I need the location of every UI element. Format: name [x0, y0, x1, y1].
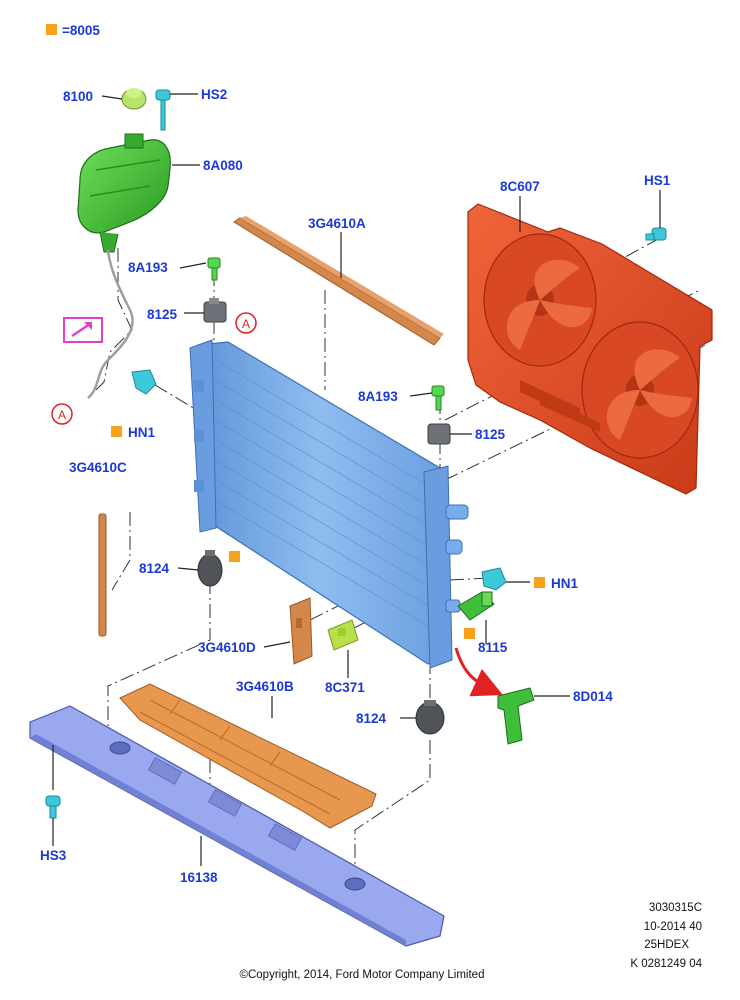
clip-8c371[interactable] [327, 619, 359, 651]
orange-marker-hn1-right [534, 577, 545, 588]
label-seal-lower: 3G4610B [236, 679, 294, 694]
legend-marker [46, 24, 57, 35]
seal-lower-panel[interactable] [119, 683, 377, 829]
label-hose-connector: 8D014 [573, 689, 613, 704]
svg-text:=8005: =8005 [62, 23, 100, 38]
label-hs1: HS1 [644, 173, 671, 188]
hn1-right-clip[interactable] [481, 567, 507, 591]
label-cap: 8100 [63, 89, 93, 104]
reference-block: 3030315C 10-2014 40 25HDEX K 0281249 04 [630, 902, 702, 970]
label-mount-bottom-left: 8124 [139, 561, 170, 576]
label-hs3: HS3 [40, 848, 67, 863]
label-fan-shroud: 8C607 [500, 179, 540, 194]
label-bracket-right: 8A193 [358, 389, 398, 404]
label-seal-small: 3G4610D [198, 640, 256, 655]
bracket-top-left[interactable] [207, 257, 221, 281]
orange-marker-radiator [229, 551, 240, 562]
drain-plug[interactable] [457, 591, 495, 621]
coolant-reservoir[interactable] [77, 133, 171, 253]
reservoir-cap[interactable] [121, 88, 147, 110]
label-crossmember: 16138 [180, 870, 218, 885]
orange-marker-hn1-left [111, 426, 122, 437]
leader-lines [52, 93, 661, 866]
ref-line-4: K 0281249 04 [630, 958, 702, 970]
detail-view-marker[interactable] [63, 317, 103, 343]
ref-line-2: 10-2014 40 [644, 921, 702, 933]
legend-equals: = [62, 23, 70, 38]
label-hn1-left: HN1 [128, 425, 155, 440]
radiator[interactable] [189, 339, 469, 669]
hs1-sensor[interactable] [645, 227, 667, 241]
label-hn1-right: HN1 [551, 576, 578, 591]
hose-connector[interactable] [497, 687, 535, 745]
fan-shroud[interactable] [467, 203, 713, 495]
ref-marker-a-top: A [235, 312, 257, 334]
mount-bottom-left[interactable] [197, 550, 223, 587]
label-mount-bottom-right: 8124 [356, 711, 387, 726]
hn1-left-clip[interactable] [131, 369, 157, 395]
label-mount-top-right: 8125 [475, 427, 506, 442]
ref-line-1: 3030315C [649, 902, 702, 914]
label-hs2: HS2 [201, 87, 227, 102]
label-bracket-top-left: 8A193 [128, 260, 168, 275]
mount-top-left[interactable] [203, 298, 227, 323]
label-seal-left: 3G4610C [69, 460, 127, 475]
legend-code: 8005 [70, 23, 101, 38]
seal-left-rod[interactable] [98, 513, 107, 637]
crossmember[interactable] [29, 705, 445, 947]
copyright: ©Copyright, 2014, Ford Motor Company Lim… [240, 969, 485, 981]
hs3-sensor[interactable] [45, 795, 61, 819]
svg-text:A: A [58, 408, 66, 422]
bracket-right[interactable] [431, 385, 445, 411]
reservoir-hose [87, 249, 134, 399]
seal-small-block[interactable] [289, 597, 313, 665]
mount-bottom-right[interactable] [415, 700, 445, 735]
label-seal-top: 3G4610A [308, 216, 366, 231]
orange-marker-drain [464, 628, 475, 639]
hs2-sensor[interactable] [155, 89, 171, 131]
red-arrow [454, 647, 503, 697]
mount-top-right[interactable] [427, 423, 451, 445]
label-reservoir: 8A080 [203, 158, 243, 173]
label-drain: 8115 [478, 640, 508, 655]
svg-text:A: A [242, 317, 250, 331]
ref-marker-a-left: A [51, 403, 73, 425]
label-mount-top-left: 8125 [147, 307, 178, 322]
ref-line-3: 25HDEX [644, 939, 689, 951]
seal-top-strip[interactable] [233, 216, 444, 346]
label-clip: 8C371 [325, 680, 365, 695]
